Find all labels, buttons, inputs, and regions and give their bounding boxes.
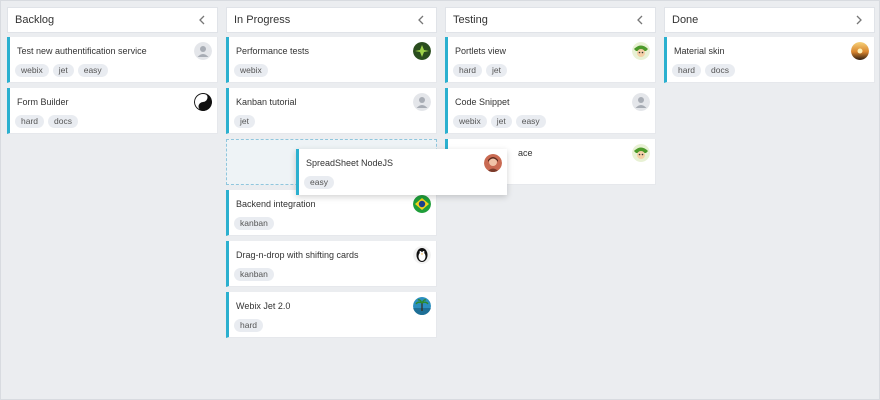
card-title: Performance tests: [236, 46, 310, 56]
user-placeholder-icon: [194, 42, 212, 60]
column-title: Testing: [453, 14, 488, 26]
column-done: Done Material skin hard docs: [664, 7, 875, 88]
penguin-avatar-icon: [413, 246, 431, 264]
card-title: Code Snippet: [455, 97, 510, 107]
tag: webix: [15, 64, 49, 77]
task-card[interactable]: Webix Jet 2.0 hard: [226, 292, 437, 338]
column-title: Done: [672, 14, 699, 26]
tag: webix: [453, 115, 487, 128]
column-header: Testing: [445, 7, 656, 33]
tag: easy: [304, 176, 334, 189]
task-card[interactable]: Form Builder hard docs: [7, 88, 218, 134]
task-card[interactable]: Performance tests webix: [226, 37, 437, 83]
sunset-avatar-icon: [851, 42, 869, 60]
green-character-avatar-icon: [632, 42, 650, 60]
tag: docs: [705, 64, 735, 77]
task-card[interactable]: Kanban tutorial jet: [226, 88, 437, 134]
chevron-left-icon[interactable]: [195, 13, 209, 27]
card-title: Backend integration: [236, 199, 316, 209]
tag: hard: [453, 64, 483, 77]
user-placeholder-icon: [632, 93, 650, 111]
chevron-left-icon[interactable]: [633, 13, 647, 27]
dragged-card[interactable]: SpreadSheet NodeJS easy: [296, 149, 507, 195]
column-header: Done: [664, 7, 875, 33]
green-character-avatar-icon: [632, 144, 650, 162]
card-title: Portlets view: [455, 46, 507, 56]
task-card[interactable]: Material skin hard docs: [664, 37, 875, 83]
task-card[interactable]: Portlets view hard jet: [445, 37, 656, 83]
user-placeholder-icon: [413, 93, 431, 111]
column-backlog: Backlog Test new authentification servic…: [7, 7, 218, 139]
card-title: SpreadSheet NodeJS: [306, 158, 394, 168]
column-in-progress: In Progress Performance tests webix Kanb…: [226, 7, 437, 343]
tag: jet: [490, 115, 512, 128]
card-title: Kanban tutorial: [236, 97, 297, 107]
task-card[interactable]: Backend integration kanban: [226, 190, 437, 236]
ocean-palm-avatar-icon: [413, 297, 431, 315]
woman-portrait-avatar-icon: [484, 154, 502, 172]
tag: docs: [48, 115, 78, 128]
column-title: In Progress: [234, 14, 291, 26]
column-header: In Progress: [226, 7, 437, 33]
tag: hard: [15, 115, 45, 128]
task-card[interactable]: Drag-n-drop with shifting cards kanban: [226, 241, 437, 287]
tag: easy: [77, 64, 108, 77]
tag: kanban: [234, 268, 274, 281]
tag: jet: [486, 64, 507, 77]
column-title: Backlog: [15, 14, 55, 26]
chevron-right-icon[interactable]: [852, 13, 866, 27]
card-title: Webix Jet 2.0: [236, 301, 291, 311]
card-title: Form Builder: [17, 97, 69, 107]
task-card[interactable]: Code Snippet webix jet easy: [445, 88, 656, 134]
card-title: Material skin: [674, 46, 725, 56]
yin-yang-avatar-icon: [194, 93, 212, 111]
column-header: Backlog: [7, 7, 218, 33]
chevron-left-icon[interactable]: [414, 13, 428, 27]
flag-brazil-avatar-icon: [413, 195, 431, 213]
column-testing: Testing Portlets view hard jet Code Snip…: [445, 7, 656, 190]
tag: jet: [234, 115, 255, 128]
green-leaf-avatar-icon: [413, 42, 431, 60]
card-title: ace: [518, 148, 533, 158]
card-title: Drag-n-drop with shifting cards: [236, 250, 359, 260]
tag: jet: [52, 64, 74, 77]
tag: hard: [234, 319, 264, 332]
tag: kanban: [234, 217, 274, 230]
tag: hard: [672, 64, 702, 77]
tag: webix: [234, 64, 268, 77]
card-title: Test new authentification service: [17, 46, 147, 56]
tag: easy: [515, 115, 546, 128]
task-card[interactable]: Test new authentification service webix …: [7, 37, 218, 83]
